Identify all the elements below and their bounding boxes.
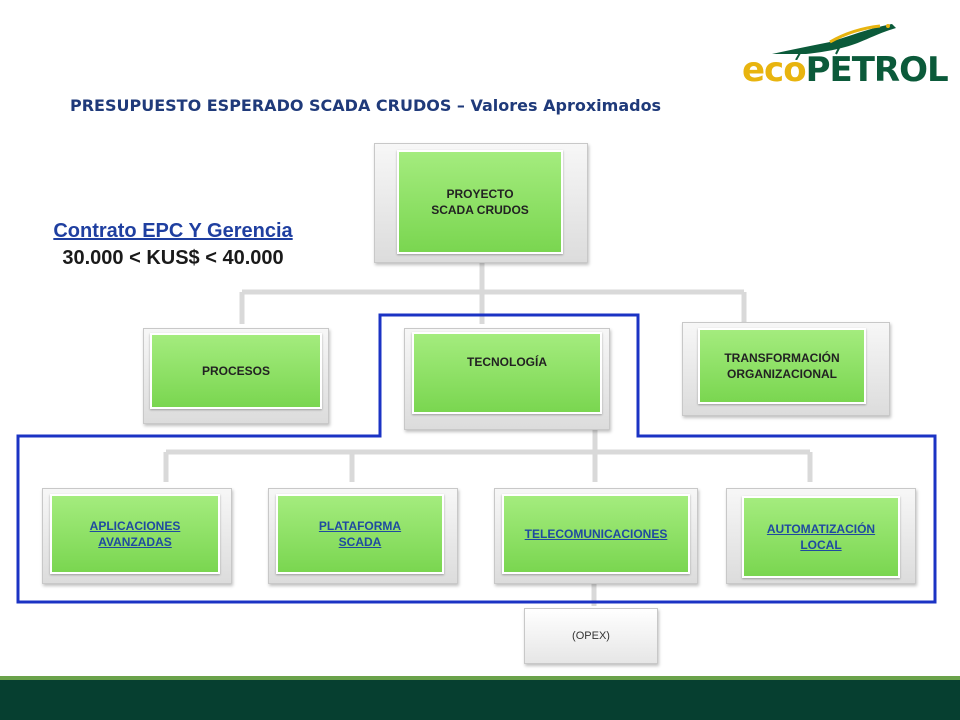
footer-bar <box>0 680 960 720</box>
highlight-border <box>16 313 937 604</box>
node-automatizacion-line1: AUTOMATIZACIÓN <box>766 522 876 536</box>
logo-eco: eco <box>742 50 807 90</box>
node-root-text: PROYECTO SCADA CRUDOS <box>431 186 529 218</box>
node-plataforma-scada[interactable]: PLATAFORMA SCADA <box>276 494 444 574</box>
logo-petrol: PETROL <box>805 50 949 90</box>
connector-tecnologia-to-level2 <box>163 430 813 482</box>
logo-text: ecoPETROL <box>742 50 949 90</box>
contract-range: 30.000 < KUS$ < 40.000 <box>62 247 284 269</box>
footer-stripe <box>0 676 960 680</box>
contract-title[interactable]: Contrato EPC Y Gerencia <box>53 220 293 242</box>
node-tecnologia[interactable]: TECNOLOGÍA <box>412 332 602 414</box>
iguana-icon <box>772 24 896 60</box>
node-transformacion-line2: ORGANIZACIONAL <box>726 367 837 381</box>
node-transformacion-organizacional[interactable]: TRANSFORMACIÓN ORGANIZACIONAL <box>698 328 866 404</box>
node-plataforma-text: PLATAFORMA SCADA <box>319 518 401 550</box>
node-opex[interactable]: (OPEX) <box>524 608 658 664</box>
node-plataforma-line1: PLATAFORMA <box>318 519 402 533</box>
node-automatizacion-local[interactable]: AUTOMATIZACIÓN LOCAL <box>742 496 900 578</box>
node-automatizacion-line2: LOCAL <box>800 538 842 552</box>
connector-root-to-level1 <box>239 262 747 324</box>
ecopetrol-logo: ecoPETROL <box>740 20 949 90</box>
node-procesos[interactable]: PROCESOS <box>150 333 322 409</box>
contract-block: Contrato EPC Y Gerencia 30.000 < KUS$ < … <box>20 218 326 272</box>
node-automatizacion-text: AUTOMATIZACIÓN LOCAL <box>767 521 875 553</box>
node-root-line1: PROYECTO <box>446 187 514 201</box>
node-aplicaciones-avanzadas[interactable]: APLICACIONES AVANZADAS <box>50 494 220 574</box>
node-aplicaciones-line2: AVANZADAS <box>98 535 172 549</box>
node-plataforma-line2: SCADA <box>338 535 382 549</box>
node-root-line2: SCADA CRUDOS <box>431 203 529 217</box>
node-transformacion-text: TRANSFORMACIÓN ORGANIZACIONAL <box>724 350 839 382</box>
node-aplicaciones-line1: APLICACIONES <box>89 519 181 533</box>
slide-title: PRESUPUESTO ESPERADO SCADA CRUDOS – Valo… <box>70 96 662 115</box>
node-telecomunicaciones[interactable]: TELECOMUNICACIONES <box>502 494 690 574</box>
node-transformacion-line1: TRANSFORMACIÓN <box>724 351 840 365</box>
node-proyecto-scada-crudos[interactable]: PROYECTO SCADA CRUDOS <box>397 150 563 254</box>
node-aplicaciones-text: APLICACIONES AVANZADAS <box>90 518 181 550</box>
